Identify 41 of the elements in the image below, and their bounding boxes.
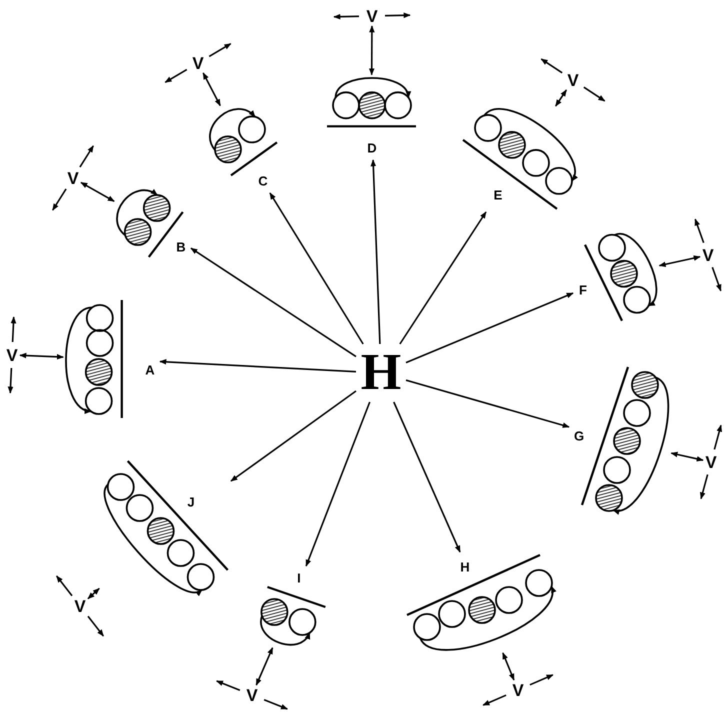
- letter-label: V: [510, 680, 526, 700]
- letter-label: V: [700, 245, 716, 265]
- panel-letter: B: [176, 240, 186, 254]
- double-arrow: [80, 182, 115, 202]
- letter-label: V: [65, 168, 81, 188]
- arrow: [190, 248, 356, 358]
- double-arrow: [670, 452, 704, 462]
- letter-label: V: [190, 53, 206, 73]
- arrow: [399, 211, 487, 344]
- panel-letter: F: [579, 283, 587, 296]
- letter-label: V: [565, 70, 581, 90]
- double-arrow: [368, 25, 375, 76]
- arrow: [406, 292, 574, 364]
- double-arrow: [202, 72, 221, 106]
- arrow: [305, 402, 370, 567]
- letter-label: V: [4, 345, 20, 365]
- panel-letter: A: [145, 364, 155, 376]
- panel-letter: I: [297, 572, 301, 584]
- panel-letter: E: [494, 188, 502, 202]
- panel-letter: C: [258, 174, 268, 188]
- arrow: [406, 379, 570, 428]
- double-arrow: [555, 89, 568, 107]
- panel-letter: G: [574, 430, 584, 442]
- center-letter: H: [356, 344, 406, 402]
- panel-letter: D: [367, 141, 377, 154]
- letter-label: V: [72, 596, 88, 616]
- letter-label: V: [703, 452, 719, 472]
- double-arrow: [19, 352, 64, 360]
- double-arrow: [502, 652, 515, 681]
- double-arrow: [658, 255, 701, 268]
- double-arrow: [87, 588, 100, 600]
- double-arrow: [256, 647, 274, 686]
- arrow: [393, 402, 461, 553]
- arrow: [269, 192, 364, 344]
- letter-label: V: [244, 685, 260, 705]
- panel-letter: H: [460, 560, 470, 574]
- arrow: [370, 159, 381, 344]
- letter-label: V: [364, 6, 380, 26]
- arrow: [159, 359, 356, 372]
- panel-letter: J: [187, 496, 195, 508]
- arrow: [230, 390, 356, 482]
